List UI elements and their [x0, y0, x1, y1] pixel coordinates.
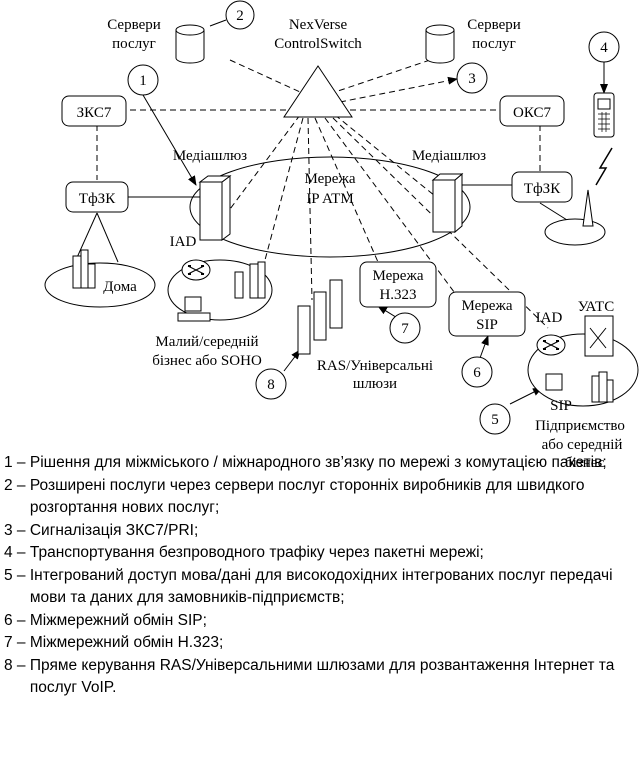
callout-arrows — [142, 19, 608, 405]
network-diagram: Мережа IP ATM NexVerse ControlSwitch Сер… — [44, 0, 639, 452]
svg-text:5: 5 — [491, 412, 499, 428]
tfzk-left-label: ТфЗК — [79, 191, 116, 207]
svg-text:8: 8 — [267, 377, 275, 393]
legend-number: 3 – — [4, 521, 30, 539]
uats-label: УАТС — [578, 299, 614, 315]
uats-pbx-icon — [584, 315, 614, 357]
enterprise-server-icon — [591, 371, 614, 403]
h323-network-label-2: H.323 — [379, 287, 416, 303]
legend-text: Пряме керування RAS/Універсальними шлюза… — [29, 656, 615, 697]
small-business-server-icon — [234, 261, 266, 299]
zks7-node — [61, 95, 127, 127]
marker-6: 6 — [461, 356, 493, 388]
mobile-phone-icon — [593, 92, 615, 138]
ras-gateways-label-2: шлюзи — [353, 376, 397, 392]
legend-item-7: 7 – Міжмережний обмін H.323; — [4, 632, 636, 655]
homes-cloud — [44, 262, 156, 308]
ip-network-label-1: Мережа — [305, 171, 356, 187]
tfzk-left-node — [65, 181, 129, 213]
ras-gateways-icon — [297, 279, 343, 355]
svg-text:6: 6 — [473, 365, 481, 381]
svg-text:1: 1 — [139, 73, 147, 89]
media-gateway-left-icon — [198, 175, 232, 241]
tfzk-right-label: ТфЗК — [524, 181, 561, 197]
svg-text:2: 2 — [236, 8, 244, 24]
media-gateway-left-label: Медіашлюз — [173, 148, 247, 164]
oks7-node — [499, 95, 565, 127]
legend-number: 4 – — [4, 544, 30, 561]
marker-8: 8 — [255, 368, 287, 400]
legend: 1 – Рішення для міжміського / міжнародно… — [4, 452, 636, 700]
legend-number: 2 – — [4, 476, 30, 494]
control-switch-label-2: ControlSwitch — [274, 36, 362, 52]
enterprise-label-2: або середній — [542, 437, 623, 452]
sip-network-node — [448, 291, 526, 337]
legend-item-3: 3 – Сигналізація ЗКС7/PRI; — [4, 520, 636, 543]
iad-right-router-icon — [536, 334, 566, 356]
legend-item-8: 8 – Пряме керування RAS/Універсальними ш… — [4, 655, 636, 700]
legend-number: 8 – — [4, 656, 30, 674]
legend-number: 7 – — [4, 634, 30, 651]
legend-item-6: 6 – Міжмережний обмін SIP; — [4, 610, 636, 633]
ip-atm-network-cloud — [189, 156, 471, 258]
marker-1: 1 — [127, 64, 159, 96]
control-switch-label-1: NexVerse — [289, 17, 348, 33]
oks7-label: ОКС7 — [513, 105, 551, 121]
h323-network-node — [359, 261, 437, 308]
legend-text: Рішення для міжміського / міжнародного з… — [29, 454, 607, 471]
servers-right-label-2: послуг — [472, 36, 516, 52]
legend-item-5: 5 – Інтегрований доступ мова/дані для ви… — [4, 565, 636, 610]
service-server-left-icon — [175, 24, 205, 64]
legend-text: Міжмережний обмін SIP; — [29, 611, 207, 629]
zks7-label: ЗКС7 — [77, 105, 112, 121]
enterprise-label-1: Підприємство — [535, 418, 625, 434]
svg-text:4: 4 — [600, 40, 608, 56]
legend-item-1: 1 – Рішення для міжміського / міжнародно… — [4, 452, 636, 475]
enterprise-label-3-html: бізнес — [565, 455, 605, 471]
legend-number: 1 – — [4, 454, 30, 471]
servers-left-label-1: Сервери — [107, 17, 161, 33]
h323-network-label-1: Мережа — [373, 268, 424, 284]
marker-5: 5 — [479, 403, 511, 435]
media-gateway-right-icon — [431, 172, 464, 234]
marker-7: 7 — [389, 312, 421, 344]
servers-right-label-1: Сервери — [467, 17, 521, 33]
small-business-label-2: бізнес або SOHO — [152, 353, 262, 369]
homes-label: Дома — [103, 279, 137, 295]
control-switch-triangle — [283, 65, 353, 118]
sip-phone-icon — [545, 373, 563, 391]
tfzk-right-node — [511, 171, 573, 203]
small-business-label-1: Малий/середній — [155, 334, 258, 350]
legend-text: Транспортування безпроводного трафіку че… — [29, 544, 484, 561]
iad-left-router-icon — [181, 259, 211, 281]
sip-phone-label: SIP — [550, 398, 572, 414]
legend-text: Інтегрований доступ мова/дані для високо… — [29, 566, 613, 607]
iad-left-label: IAD — [170, 234, 197, 250]
ip-network-label-2: IP ATM — [306, 191, 353, 207]
service-server-right-icon — [425, 24, 455, 64]
sip-network-label-2: SIP — [476, 317, 498, 333]
ras-gateways-label-1: RAS/Універсальні — [317, 358, 433, 374]
media-gateway-right-label: Медіашлюз — [412, 148, 486, 164]
sip-network-label-1: Мережа — [462, 298, 513, 314]
legend-number: 5 – — [4, 566, 30, 584]
wireless-tower-icon — [544, 189, 606, 246]
marker-4: 4 — [588, 31, 620, 63]
legend-text: Сигналізація ЗКС7/PRI; — [29, 521, 199, 539]
legend-text: Міжмережний обмін H.323; — [29, 634, 224, 651]
small-business-pc-icon — [177, 296, 211, 322]
iad-right-label: IAD — [536, 310, 563, 326]
svg-text:3: 3 — [468, 71, 476, 87]
legend-item-4: 4 – Транспортування безпроводного трафік… — [4, 542, 636, 565]
legend-item-2: 2 – Розширені послуги через сервери посл… — [4, 475, 636, 520]
marker-2: 2 — [225, 0, 255, 30]
lightning-icon — [595, 147, 613, 186]
legend-number: 6 – — [4, 611, 30, 629]
homes-equipment-icon — [72, 249, 96, 289]
servers-left-label-2: послуг — [112, 36, 156, 52]
marker-3: 3 — [456, 62, 488, 94]
svg-text:7: 7 — [401, 321, 409, 337]
legend-text: Розширені послуги через сервери послуг с… — [29, 476, 585, 517]
